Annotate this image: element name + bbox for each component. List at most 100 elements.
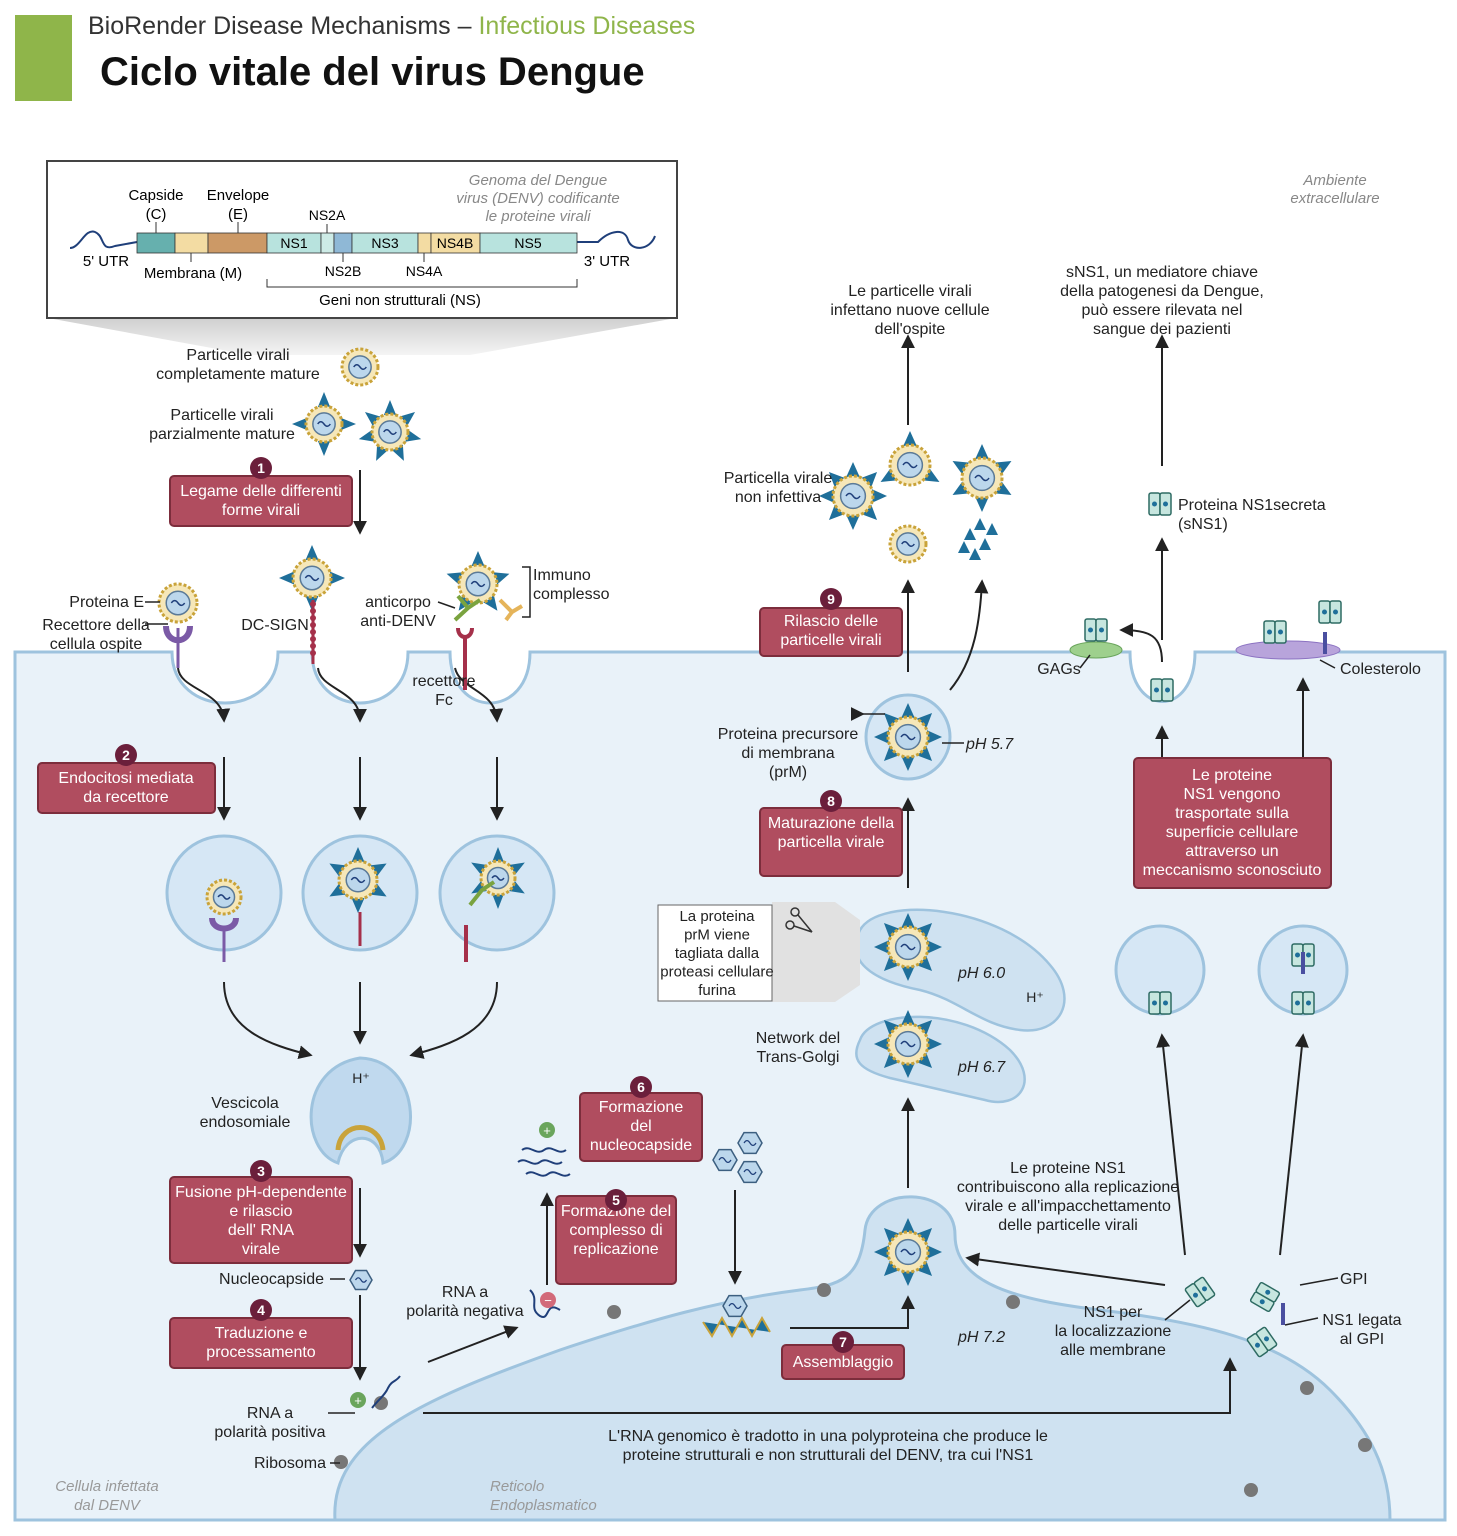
ribosome-3 (817, 1283, 831, 1297)
nucleocapsid-2 (712, 1148, 738, 1172)
h-plus-golgi: H⁺ (1026, 989, 1044, 1005)
ns1-transport-box (1133, 757, 1332, 889)
infected-cell-line2: dal DENV (74, 1497, 142, 1514)
negative-sign: − (544, 1293, 552, 1308)
negative-rna-strand (529, 1289, 561, 1319)
gags-patch (1069, 641, 1123, 659)
er-label-line1: Reticolo (490, 1478, 544, 1495)
ns1-raft-1 (1263, 620, 1287, 644)
virus-bound-dc-sign (279, 545, 345, 611)
ribosome-4 (1006, 1295, 1020, 1309)
prm-fragment-1 (964, 528, 976, 540)
step-8-badge (820, 790, 842, 812)
host-receptor (163, 625, 193, 668)
extracellular-line1: Ambiente (1302, 172, 1366, 189)
gene-m (174, 232, 209, 254)
gene-c (136, 232, 176, 254)
step-3-number: 3 (257, 1163, 265, 1179)
dc-sign-label: DC-SIGN (241, 617, 309, 634)
nucleocapsids (349, 1131, 763, 1318)
budding-virus (874, 1218, 942, 1286)
gene-ns2b (333, 232, 353, 254)
ns1-on-gags (1084, 618, 1108, 642)
leader-lines (145, 566, 1339, 1464)
gene-e (207, 232, 268, 254)
released-virus-1 (880, 431, 940, 487)
maturing-virus-ph57 (874, 703, 942, 771)
genome-callout-fan (48, 318, 676, 355)
prm-fragment-3 (969, 548, 981, 560)
secreted-ns1-label: Proteina NS1secreta(sNS1) (1178, 497, 1326, 533)
nonstructural-label: Geni non strutturali (NS) (319, 292, 481, 309)
prm-fragment-4 (986, 523, 998, 535)
utr3-label: 3' UTR (584, 253, 630, 270)
gene-ns3-label: NS3 (371, 235, 398, 251)
ns1-proteins (1084, 492, 1342, 1358)
step-2-badge (115, 744, 137, 766)
prm-fragment-6 (974, 518, 986, 530)
step-6-badge (630, 1076, 652, 1098)
ns1-gpi-2 (1246, 1326, 1278, 1358)
header-accent-block (15, 15, 72, 101)
prm-fragment-5 (958, 541, 970, 553)
category-name: Infectious Diseases (478, 12, 696, 40)
step-1-badge (250, 457, 272, 479)
membrane-label: Membrana (M) (144, 265, 242, 282)
header-separator: – (450, 12, 479, 40)
arrows (177, 334, 1310, 1414)
ribosome-5 (1300, 1381, 1314, 1395)
ns1-membrane-1 (1184, 1276, 1216, 1308)
ribosomes (334, 1283, 1372, 1497)
cholesterol-label: Colesterolo (1340, 661, 1421, 678)
genome-title-line1: Genoma del Dengue (469, 172, 607, 189)
header-subtitle: BioRender Disease Mechanisms – Infectiou… (88, 12, 695, 41)
nucleocapsid-label: Nucleocapside (219, 1271, 324, 1288)
non-infective-virus (819, 462, 887, 530)
immune-complex-virus (446, 551, 510, 611)
endosome-2-virus (329, 847, 387, 913)
ns1-vesicle-1-dimer (1148, 991, 1172, 1015)
prm-fragment-2 (979, 538, 991, 550)
released-virus-3 (888, 524, 928, 564)
gpi-label: GPI (1340, 1271, 1368, 1288)
step-1-number: 1 (257, 460, 265, 476)
ns1-raft-gpi (1318, 600, 1342, 624)
extracellular-line2: extracellulare (1290, 190, 1379, 207)
genome-title-line3: le proteine virali (485, 208, 591, 225)
furin-box (657, 904, 773, 1002)
endosome-1-virus (205, 878, 243, 916)
gene-ns5-label: NS5 (514, 235, 541, 251)
endosomal-vesicle (309, 1056, 412, 1165)
nucleocapsid-3 (737, 1160, 763, 1184)
cholesterol-raft (1235, 640, 1341, 660)
assembling-nucleocapsid (722, 1294, 748, 1318)
nucleocapsid-1 (737, 1131, 763, 1155)
ns2b-label: NS2B (325, 263, 362, 279)
step-6-number: 6 (637, 1079, 645, 1095)
replicated-sign: + (543, 1123, 551, 1138)
ribosome-1 (374, 1396, 388, 1410)
scissors-icon (785, 907, 813, 933)
endosome-receptors (209, 880, 496, 962)
ns1-exocytosis (1150, 678, 1174, 702)
ns-bracket (266, 279, 578, 288)
step-5-number: 5 (612, 1192, 620, 1208)
golgi-virus-1 (874, 913, 942, 981)
ph67-label: pH 6.7 (957, 1059, 1006, 1076)
